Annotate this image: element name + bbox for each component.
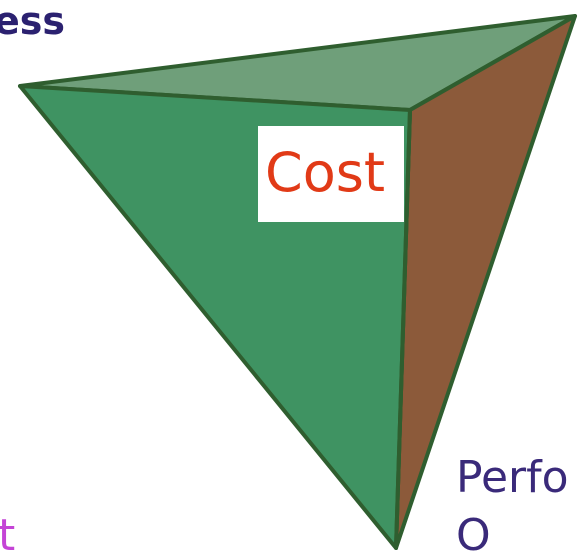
- tetra-front-edge: [394, 109, 412, 549]
- cost-label: Cost: [265, 141, 386, 204]
- top-left-label: ess: [0, 0, 66, 43]
- performance-label-line2: O: [456, 510, 491, 556]
- cost-label-box: [258, 126, 404, 222]
- performance-label-line1: Perfo: [456, 452, 569, 503]
- bottom-left-label: t: [0, 510, 16, 556]
